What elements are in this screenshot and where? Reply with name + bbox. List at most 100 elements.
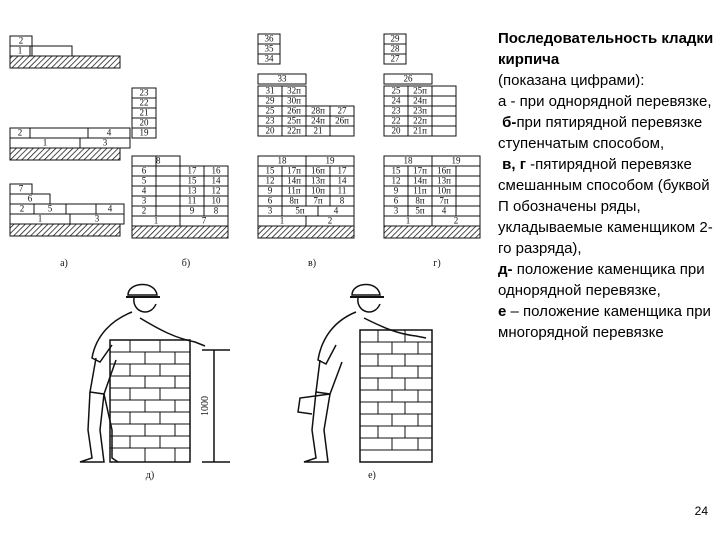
v-row-label: 11п bbox=[287, 186, 301, 196]
caption-title: Последовательность кладки кирпича bbox=[498, 30, 714, 68]
page-number: 24 bbox=[694, 504, 708, 518]
b-row-label: 17 bbox=[188, 166, 198, 176]
v-row-label: 8 bbox=[340, 196, 345, 206]
v-mid-label: 29 bbox=[266, 96, 276, 106]
v-row-label: 11 bbox=[338, 186, 347, 196]
v-row-label: 9 bbox=[268, 186, 273, 196]
v-row-label: 12 bbox=[266, 176, 275, 186]
g-row-label: 11п bbox=[413, 186, 427, 196]
v-row-label: 14 bbox=[338, 176, 348, 186]
caption-v-text: -пятирядной перевязке смешанным способом… bbox=[498, 156, 713, 257]
g-mid-label: 20 bbox=[392, 126, 402, 136]
v-mid-cell bbox=[257, 73, 307, 85]
b-row-cell bbox=[155, 165, 181, 177]
a-top-row-cell bbox=[31, 45, 73, 57]
a-mid-row-label: 4 bbox=[107, 128, 112, 138]
g-row-label: 9 bbox=[394, 186, 399, 196]
g-row-label: 6 bbox=[394, 196, 399, 206]
g-mid-cell bbox=[431, 85, 457, 97]
b-row-cell bbox=[155, 195, 181, 207]
a-bot-row-label: 7 bbox=[19, 184, 24, 194]
g-mid-cell bbox=[383, 73, 433, 85]
g-row-label: 2 bbox=[454, 216, 459, 226]
b-row-label: 12 bbox=[212, 186, 221, 196]
v-mid-label: 20 bbox=[266, 126, 276, 136]
b-upper-label: 23 bbox=[140, 88, 150, 98]
caption-b-text: при пятирядной перевязке ступенчатым спо… bbox=[498, 114, 703, 152]
caption-d-text: положение каменщика при однорядной перев… bbox=[498, 261, 705, 299]
v-mid-cell bbox=[329, 125, 355, 137]
panel-label-e: е) bbox=[368, 470, 376, 481]
b-row-cell bbox=[155, 185, 181, 197]
g-row-label: 19 bbox=[452, 156, 462, 166]
caption-e-text: – положение каменщика при многорядной пе… bbox=[498, 303, 711, 341]
a-top-row-label: 2 bbox=[19, 36, 24, 46]
brick-wall-d bbox=[109, 339, 191, 463]
b-row-label: 1 bbox=[154, 216, 159, 226]
g-mid-cell bbox=[431, 115, 457, 127]
g-mid-label: 25п bbox=[413, 86, 427, 96]
v-mid-label: 31 bbox=[266, 86, 275, 96]
b-row-label: 16 bbox=[212, 166, 222, 176]
b-row-cell bbox=[131, 155, 157, 167]
v-upper-label: 34 bbox=[265, 54, 275, 64]
g-mid-label: 24п bbox=[413, 96, 427, 106]
b-row-label: 6 bbox=[142, 166, 147, 176]
g-upper-cell bbox=[383, 53, 407, 65]
g-row-label: 15 bbox=[392, 166, 402, 176]
v-mid-label: 25 bbox=[266, 106, 276, 116]
brick-wall-e bbox=[359, 329, 433, 463]
b-upper-cell bbox=[131, 127, 157, 139]
b-row-label: 3 bbox=[142, 196, 147, 206]
v-row-label: 1 bbox=[280, 216, 285, 226]
caption-d-letter: д- bbox=[498, 261, 513, 278]
g-mid-cell bbox=[431, 95, 457, 107]
worker-illustration-e bbox=[297, 283, 433, 463]
g-row-cell bbox=[455, 195, 481, 207]
g-row-label: 4 bbox=[442, 206, 447, 216]
v-row-label: 19 bbox=[326, 156, 336, 166]
caption-b-letter: б- bbox=[502, 114, 517, 131]
b-row-label: 8 bbox=[214, 206, 219, 216]
a-bot-row-label: 6 bbox=[28, 194, 33, 204]
g-upper-label: 27 bbox=[391, 54, 401, 64]
v-row-label: 15 bbox=[266, 166, 276, 176]
brick-diagrams: 2112413762541323222120191861716515144131… bbox=[9, 33, 481, 239]
a-mid-base bbox=[9, 147, 121, 161]
v-mid-label: 26п bbox=[287, 106, 301, 116]
v-row-label: 16п bbox=[311, 166, 325, 176]
g-mid-label: 26 bbox=[404, 74, 414, 84]
g-mid-cell bbox=[431, 105, 457, 117]
a-bot-row-label: 2 bbox=[20, 204, 25, 214]
g-row-label: 13п bbox=[437, 176, 451, 186]
v-mid-label: 22п bbox=[287, 126, 301, 136]
height-dimension: 1000 bbox=[200, 396, 211, 416]
g-mid-label: 23 bbox=[392, 106, 402, 116]
caption-e-letter: е bbox=[498, 303, 507, 320]
g-row-cell bbox=[455, 175, 481, 187]
v-row-label: 4 bbox=[334, 206, 339, 216]
g-row-label: 17п bbox=[413, 166, 427, 176]
v-row-label: 13п bbox=[311, 176, 325, 186]
a-bot-row-label: 5 bbox=[48, 204, 53, 214]
v-mid-label: 25п bbox=[287, 116, 301, 126]
v-row-label: 14п bbox=[287, 176, 301, 186]
g-row-label: 12 bbox=[392, 176, 401, 186]
g-upper-label: 29 bbox=[391, 34, 401, 44]
g-mid-label: 24 bbox=[392, 96, 402, 106]
b-base bbox=[131, 225, 229, 239]
b-row-label: 10 bbox=[212, 196, 222, 206]
v-mid-label: 30п bbox=[287, 96, 301, 106]
g-row-label: 3 bbox=[394, 206, 399, 216]
v-row-label: 17п bbox=[287, 166, 301, 176]
a-bot-row-label: 3 bbox=[95, 214, 100, 224]
a-top-base bbox=[9, 55, 121, 69]
caption-text: Последовательность кладки кирпича (показ… bbox=[498, 28, 714, 343]
a-bot-row-label: 1 bbox=[38, 214, 43, 224]
b-row-label: 11 bbox=[188, 196, 197, 206]
v-row-label: 2 bbox=[328, 216, 333, 226]
b-row-label: 2 bbox=[142, 206, 147, 216]
b-row-label: 14 bbox=[212, 176, 222, 186]
b-row-label: 7 bbox=[202, 216, 207, 226]
g-row-label: 16п bbox=[437, 166, 451, 176]
